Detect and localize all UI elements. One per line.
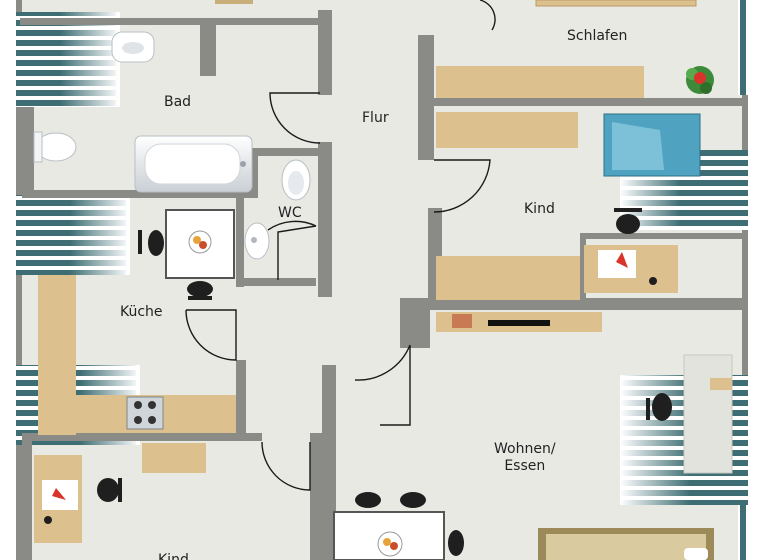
window-right-schlafen <box>738 0 750 95</box>
bad-toilet <box>33 131 77 163</box>
tv-sideboard <box>436 312 602 332</box>
room-label-bad: Bad <box>164 94 192 110</box>
bathtub <box>134 135 253 193</box>
kind-shelf <box>436 256 580 300</box>
plant <box>686 66 714 94</box>
kind-bed <box>603 113 701 177</box>
window-right-bottom <box>738 505 750 560</box>
wc-toilet <box>281 159 311 201</box>
kind-desk <box>584 245 678 293</box>
wc-sink <box>244 222 270 260</box>
outer-wall-left <box>16 0 22 560</box>
sofa <box>538 528 714 560</box>
interior-walls <box>20 0 742 560</box>
wohnen-chair <box>646 393 672 421</box>
bad-sink <box>111 31 155 63</box>
room-label-kind-bottom: Kind <box>158 552 189 560</box>
room-label-wohnen-line1: Wohnen/ <box>494 441 556 457</box>
stove-hob <box>126 396 164 430</box>
room-label-schlafen: Schlafen <box>567 28 628 44</box>
dining-table <box>333 511 445 560</box>
wohnen-desk <box>683 354 733 474</box>
kind-bottom-desk <box>34 455 82 543</box>
schlafen-wardrobe <box>436 66 644 148</box>
outer-wall-right <box>742 0 748 560</box>
room-label-flur: Flur <box>362 110 389 126</box>
room-label-wc: WC <box>278 205 302 221</box>
kitchen-chairs <box>138 230 213 300</box>
dining-chairs <box>355 492 464 556</box>
door-swings <box>185 0 496 491</box>
room-label-kind-top: Kind <box>524 201 555 217</box>
room-label-kueche: Küche <box>120 304 163 320</box>
schlafen-bed-edge <box>535 0 697 7</box>
room-label-wohnen-line2: Essen <box>504 458 546 474</box>
kind-bottom-chair <box>44 478 122 524</box>
kitchen-table <box>165 209 235 279</box>
room-label-wohnen: Wohnen/ Essen <box>494 441 556 475</box>
kind-chair <box>614 208 657 285</box>
